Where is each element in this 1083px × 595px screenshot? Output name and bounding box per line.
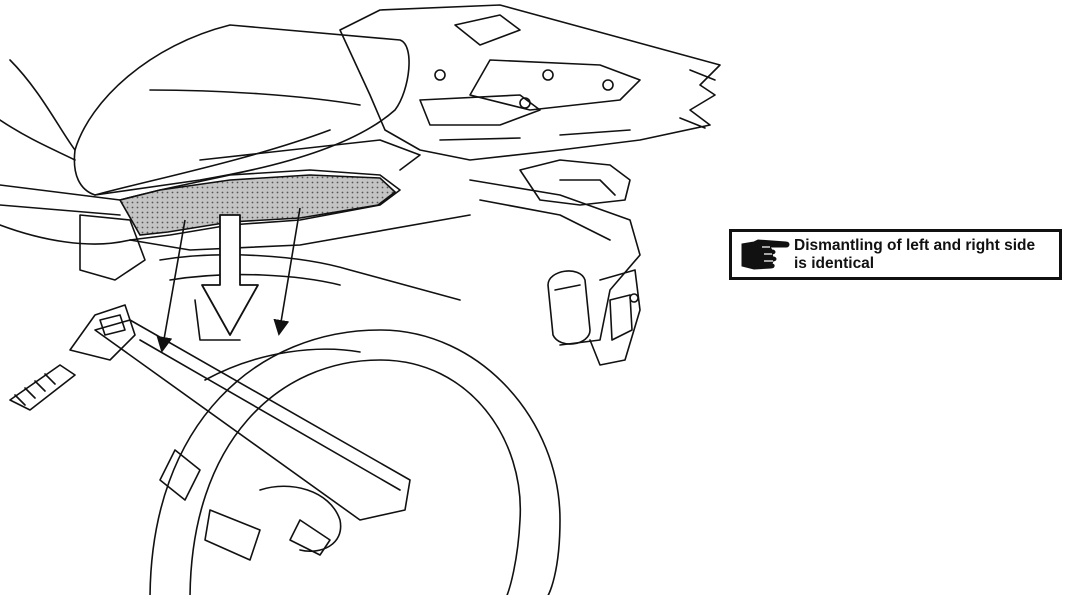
note-text: Dismantling of left and right side is id… bbox=[794, 237, 1035, 273]
rider-seat bbox=[0, 24, 410, 196]
arrow-right-fastener bbox=[273, 207, 301, 336]
rear-wheel bbox=[149, 329, 561, 595]
highlighted-side-cover bbox=[118, 174, 397, 236]
note-box: Dismantling of left and right side is id… bbox=[729, 229, 1062, 280]
arrow-remove-cover bbox=[201, 214, 259, 336]
tail-light-assembly bbox=[519, 159, 641, 366]
swingarm bbox=[94, 319, 411, 561]
footpeg-bracket bbox=[9, 304, 136, 411]
note-line-2: is identical bbox=[794, 254, 875, 272]
rear-fender bbox=[159, 253, 461, 341]
pointing-hand-icon bbox=[740, 237, 792, 273]
luggage-rack bbox=[339, 4, 721, 161]
note-line-1: Dismantling of left and right side bbox=[794, 236, 1036, 254]
arrow-left-fastener bbox=[156, 219, 186, 353]
